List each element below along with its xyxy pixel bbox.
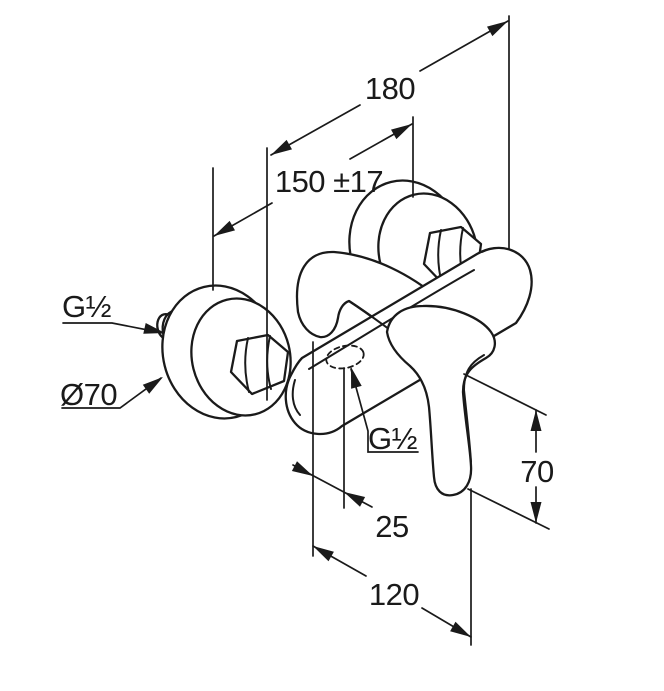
dim-label-70: 70 (520, 454, 554, 489)
dim-arrow (344, 492, 366, 507)
label-escutcheon-diameter: Ø70 (60, 377, 163, 412)
dim-arrow (487, 21, 508, 37)
dim-arrow (313, 546, 334, 562)
dim-arrow (291, 461, 313, 476)
body-surface-tick (481, 248, 490, 253)
dim-label-150: 150 ±17 (275, 164, 383, 199)
dimension-connection-pitch: 150 ±17 (212, 116, 414, 291)
thread-label-left: G½ (62, 289, 112, 324)
shower-mixer-body (156, 179, 533, 497)
thread-label-outlet: G½ (368, 421, 418, 456)
leader-arrow (351, 367, 362, 389)
dim-arrow (530, 410, 542, 431)
body-left-cap-arc (291, 379, 301, 416)
lever-handle (385, 304, 497, 497)
dim-label-25: 25 (375, 509, 408, 544)
dimension-projection: 120 (312, 488, 472, 646)
dim-arrow (391, 124, 412, 140)
diameter-label: Ø70 (60, 377, 117, 412)
dim-arrow (271, 139, 292, 155)
dimension-lever-height: 70 (463, 373, 554, 530)
label-wall-thread: G½ (62, 289, 165, 334)
dim-label-180: 180 (365, 71, 415, 106)
lever-edge-line (463, 354, 485, 463)
dimension-outlet-offset: 25 (291, 341, 409, 557)
leader-arrow (143, 323, 165, 334)
dim-arrow (214, 220, 235, 236)
dimensions-layer: 180 150 ±17 G½ Ø70 G½ (60, 15, 554, 646)
dim-arrow (530, 502, 542, 523)
outlet-hidden-ellipse (325, 344, 365, 370)
dim-arrow (450, 621, 471, 637)
leader-arrow (142, 377, 163, 394)
dim-label-120: 120 (369, 577, 419, 612)
dimension-overall-width: 180 (266, 15, 510, 401)
label-outlet-thread: G½ (350, 367, 419, 456)
